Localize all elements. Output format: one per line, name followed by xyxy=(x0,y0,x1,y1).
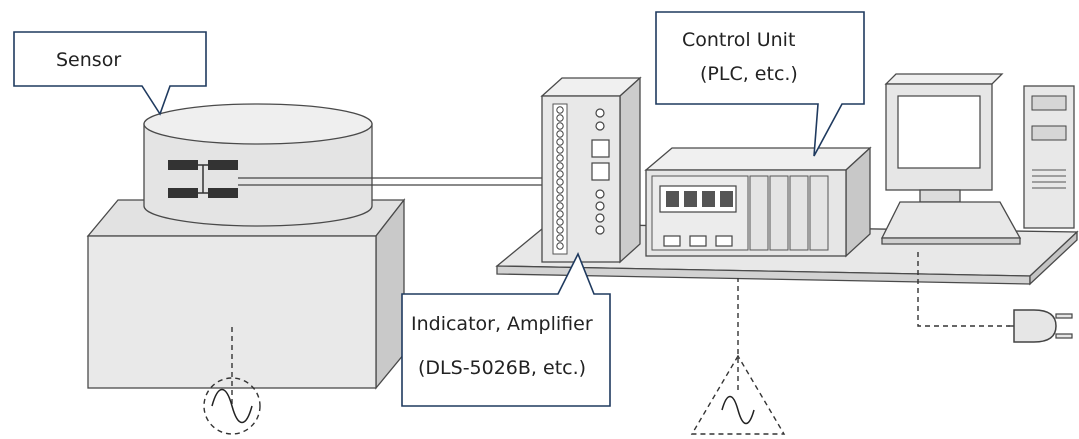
indicator-amplifier-unit xyxy=(540,76,642,264)
keyboard xyxy=(880,201,1022,245)
pc-tower xyxy=(1023,85,1075,229)
callout-indicator: Indicator, Amplifier (DLS-5026B, etc.) xyxy=(401,252,611,407)
label-indicator: Indicator, Amplifier xyxy=(411,313,593,335)
sensor-base-block xyxy=(86,198,406,390)
plc-display-digits xyxy=(666,191,733,207)
computer xyxy=(880,73,1075,245)
label-sensor: Sensor xyxy=(56,49,121,71)
strain-gauge-bridge xyxy=(168,160,238,198)
ac-source-icon xyxy=(203,377,261,435)
sensor-cylinder xyxy=(143,103,373,227)
signal-cable xyxy=(238,177,545,186)
label-indicator-sub: (DLS-5026B, etc.) xyxy=(418,357,586,379)
callout-sensor: Sensor xyxy=(13,31,207,116)
grounding-lines xyxy=(231,252,1010,404)
label-control-unit-sub: (PLC, etc.) xyxy=(700,63,798,85)
terminal-block xyxy=(556,106,564,250)
plc-modules xyxy=(749,175,829,251)
power-plug-icon xyxy=(1008,309,1073,343)
label-control-unit: Control Unit xyxy=(682,29,795,51)
control-unit-plc xyxy=(644,146,872,258)
monitor xyxy=(884,73,1004,203)
callout-control-unit: Control Unit (PLC, etc.) xyxy=(655,11,865,157)
ground-triangle-icon xyxy=(690,354,786,435)
